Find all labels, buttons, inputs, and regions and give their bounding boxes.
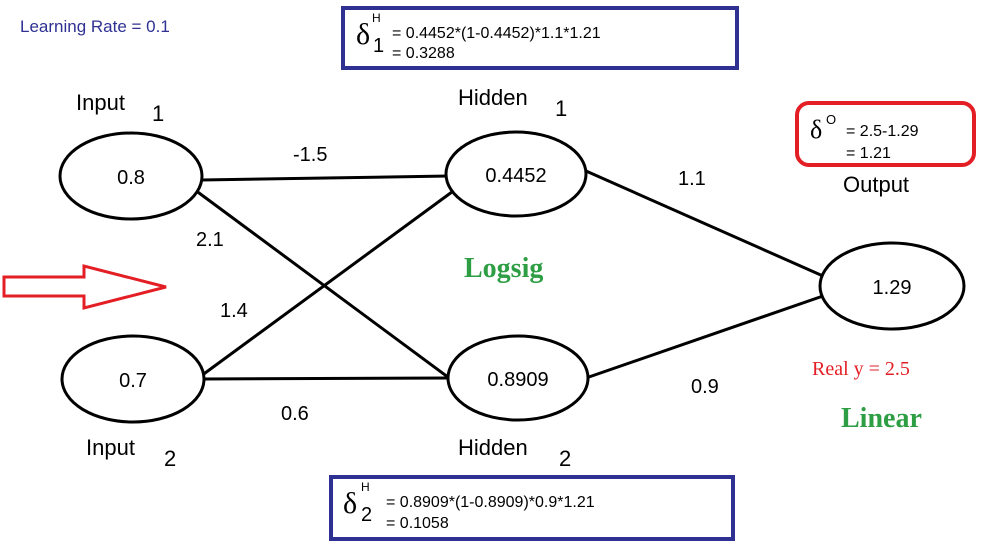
output-label: Output [843,172,909,197]
delta-h2-line2: = 0.1058 [386,515,449,532]
edge-input2-hidden1 [200,187,457,378]
delta-h1-sub: 1 [373,35,384,57]
delta-h1-sup: H [372,11,381,25]
hidden1-value: 0.4452 [485,165,546,187]
input2-node [60,334,206,424]
output-value: 1.29 [873,277,912,299]
delta-o-box: δ O = 2.5-1.29 = 1.21 [795,101,976,167]
output-node [818,241,966,331]
input2-label: Input [86,435,135,460]
hidden2-node [446,334,590,422]
hidden1-label: Hidden [458,85,528,110]
weight-h1-o: 1.1 [678,168,706,190]
edge-input1-hidden1 [200,174,450,182]
delta-h1-line1: = 0.4452*(1-0.4452)*1.1*1.21 [392,25,601,42]
edge-hidden2-output [585,294,824,380]
learning-rate-text: Learning Rate = 0.1 [20,17,170,36]
edge-input2-hidden2 [201,376,451,381]
delta-h2-symbol: δ [343,487,357,520]
edge-input1-hidden2 [194,188,461,388]
delta-h1-box: δ 1 H = 0.4452*(1-0.4452)*1.1*1.21 = 0.3… [341,6,739,70]
delta-o-line1: = 2.5-1.29 [846,123,919,140]
weight-i1-h2: 2.1 [196,229,224,251]
hidden2-value: 0.8909 [487,369,548,391]
input1-value: 0.8 [117,167,145,189]
weight-i2-h1: 1.4 [220,300,248,322]
delta-o-line2: = 1.21 [846,145,891,162]
delta-o-sup: O [826,112,836,127]
weight-h2-o: 0.9 [691,376,719,398]
delta-h2-line1: = 0.8909*(1-0.8909)*0.9*1.21 [386,494,595,511]
hidden-activation-label: Logsig [464,253,543,284]
hidden2-label: Hidden [458,435,528,460]
edge-hidden1-output [585,169,824,278]
arrow-right-icon [2,264,167,310]
delta-h2-sub: 2 [361,504,372,526]
delta-h1-symbol: δ [356,18,370,51]
connections [194,169,824,388]
input2-label-sub: 2 [164,446,176,471]
input1-label: Input [76,90,125,115]
output-activation-label: Linear [841,403,922,434]
input2-value: 0.7 [119,370,147,392]
hidden1-label-sub: 1 [555,96,567,121]
delta-h1-line2: = 0.3288 [392,45,455,62]
weight-i1-h1: -1.5 [293,144,327,166]
delta-h2-box: δ 2 H = 0.8909*(1-0.8909)*0.9*1.21 = 0.1… [329,475,735,541]
real-y-label: Real y = 2.5 [812,358,910,380]
input1-label-sub: 1 [152,101,164,126]
delta-h2-sup: H [361,480,370,494]
delta-o-symbol: δ [810,115,822,144]
weight-i2-h2: 0.6 [281,403,309,425]
hidden1-node [444,130,588,218]
input1-node [58,131,204,221]
hidden2-label-sub: 2 [559,446,571,471]
